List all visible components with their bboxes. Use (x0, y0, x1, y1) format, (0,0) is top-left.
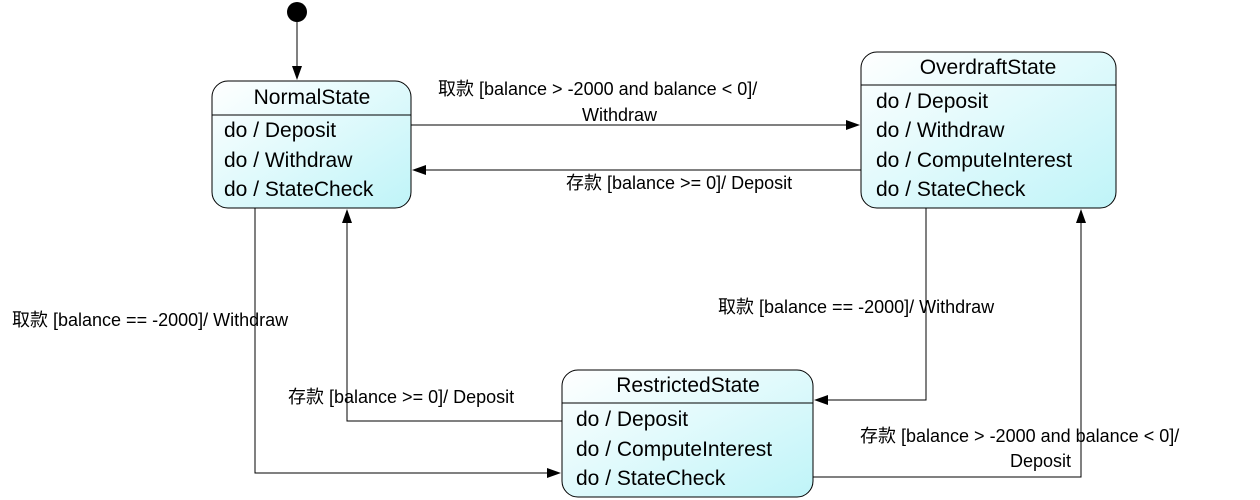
transition-restricted-to-normal-label: 存款 [balance >= 0]/ Deposit (288, 387, 514, 407)
transition-restricted-to-overdraft-line (813, 223, 1082, 478)
state-overdraft-activity: do / ComputeInterest (876, 149, 1072, 172)
state-normal-activity: do / Withdraw (224, 149, 353, 172)
state-normal-box (211, 80, 412, 209)
transition-overdraft-to-normal[interactable]: 存款 [balance >= 0]/ Deposit (412, 165, 861, 193)
transition-overdraft-to-restricted[interactable]: 取款 [balance == -2000]/ Withdraw (718, 208, 995, 405)
state-normal[interactable]: NormalState do / Deposit do / Withdraw d… (211, 80, 412, 209)
state-restricted[interactable]: RestrictedState do / Deposit do / Comput… (561, 369, 814, 498)
state-restricted-activity: do / StateCheck (576, 467, 726, 490)
transition-normal-to-restricted-line (254, 208, 547, 474)
transition-overdraft-to-normal-label: 存款 [balance >= 0]/ Deposit (566, 173, 792, 193)
transition-normal-to-restricted-arrowhead (547, 468, 561, 478)
transition-overdraft-to-restricted-label: 取款 [balance == -2000]/ Withdraw (718, 297, 995, 317)
initial-state-dot (287, 2, 307, 22)
state-restricted-activity: do / ComputeInterest (576, 438, 772, 461)
transition-restricted-to-overdraft-arrowhead (1076, 209, 1086, 223)
state-overdraft-activity: do / StateCheck (876, 178, 1026, 201)
transition-overdraft-to-normal-arrowhead (412, 165, 426, 175)
state-overdraft[interactable]: OverdraftState do / Deposit do / Withdra… (860, 51, 1117, 209)
state-normal-activity: do / Deposit (224, 119, 336, 142)
transition-normal-to-overdraft[interactable]: 取款 [balance > -2000 and balance < 0]/ Wi… (411, 79, 860, 130)
state-overdraft-name: OverdraftState (920, 56, 1057, 79)
transition-restricted-to-normal[interactable]: 存款 [balance >= 0]/ Deposit (288, 209, 562, 422)
transition-restricted-to-overdraft-label-cont: Deposit (1010, 451, 1071, 471)
transition-restricted-to-normal-line (346, 223, 562, 422)
transition-normal-to-restricted-label: 取款 [balance == -2000]/ Withdraw (12, 310, 289, 330)
transition-restricted-to-normal-arrowhead (342, 209, 352, 223)
state-normal-name: NormalState (254, 86, 371, 109)
initial-transition-arrowhead (292, 66, 302, 80)
state-overdraft-activity: do / Withdraw (876, 119, 1005, 142)
transition-overdraft-to-restricted-line (828, 208, 927, 401)
transition-restricted-to-overdraft-label: 存款 [balance > -2000 and balance < 0]/ (860, 426, 1179, 446)
transition-overdraft-to-restricted-arrowhead (814, 395, 828, 405)
transition-normal-to-overdraft-label: 取款 [balance > -2000 and balance < 0]/ (438, 79, 757, 99)
state-restricted-box (561, 369, 814, 498)
transition-normal-to-overdraft-label-cont: Withdraw (582, 105, 658, 125)
transition-restricted-to-overdraft[interactable]: 存款 [balance > -2000 and balance < 0]/ De… (813, 209, 1179, 478)
state-restricted-name: RestrictedState (616, 374, 760, 397)
transition-normal-to-overdraft-arrowhead (846, 120, 860, 130)
state-overdraft-activity: do / Deposit (876, 90, 988, 113)
state-normal-activity: do / StateCheck (224, 178, 374, 201)
state-restricted-activity: do / Deposit (576, 408, 688, 431)
transition-normal-to-restricted[interactable]: 取款 [balance == -2000]/ Withdraw (12, 208, 561, 478)
state-overdraft-box (860, 51, 1117, 209)
